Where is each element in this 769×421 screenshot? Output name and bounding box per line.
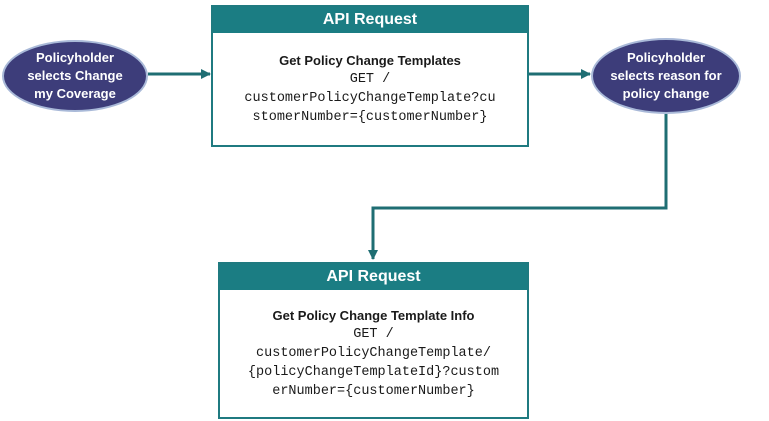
api-request-header-1: API Request [213, 7, 527, 33]
api-request-name-1: Get Policy Change Templates [279, 53, 461, 68]
policyholder-selects-change-node: Policyholder selects Change my Coverage [2, 40, 148, 112]
api-request-code-2-line-3: {policyChangeTemplateId}?custom [247, 365, 500, 380]
api-request-box-2: API Request Get Policy Change Template I… [218, 262, 529, 419]
api-request-code-1-line-3: stomerNumber={customerNumber} [252, 110, 488, 125]
start-node-line-1: Policyholder [35, 50, 115, 65]
reason-node-line-2: selects reason for [610, 68, 722, 83]
reason-node-line-1: Policyholder [626, 50, 706, 65]
api-request-box-1: API Request Get Policy Change Templates … [211, 5, 529, 147]
api-request-code-1-line-1: GET / [349, 72, 391, 87]
api-request-name-2: Get Policy Change Template Info [272, 308, 475, 323]
api-request-code-2-line-2: customerPolicyChangeTemplate/ [256, 346, 491, 361]
policyholder-selects-reason-node: Policyholder selects reason for policy c… [591, 38, 741, 114]
start-node-line-3: my Coverage [34, 86, 116, 101]
api-request-code-2-line-4: erNumber={customerNumber} [272, 384, 475, 399]
start-node-line-2: selects Change [27, 68, 123, 83]
arrow-reason-to-api2 [368, 114, 668, 260]
reason-node-line-3: policy change [622, 86, 710, 101]
api-request-code-2-line-1: GET / [353, 327, 394, 342]
api-request-code-1-line-2: customerPolicyChangeTemplate?cu [244, 91, 496, 106]
api-request-header-2: API Request [220, 264, 527, 290]
